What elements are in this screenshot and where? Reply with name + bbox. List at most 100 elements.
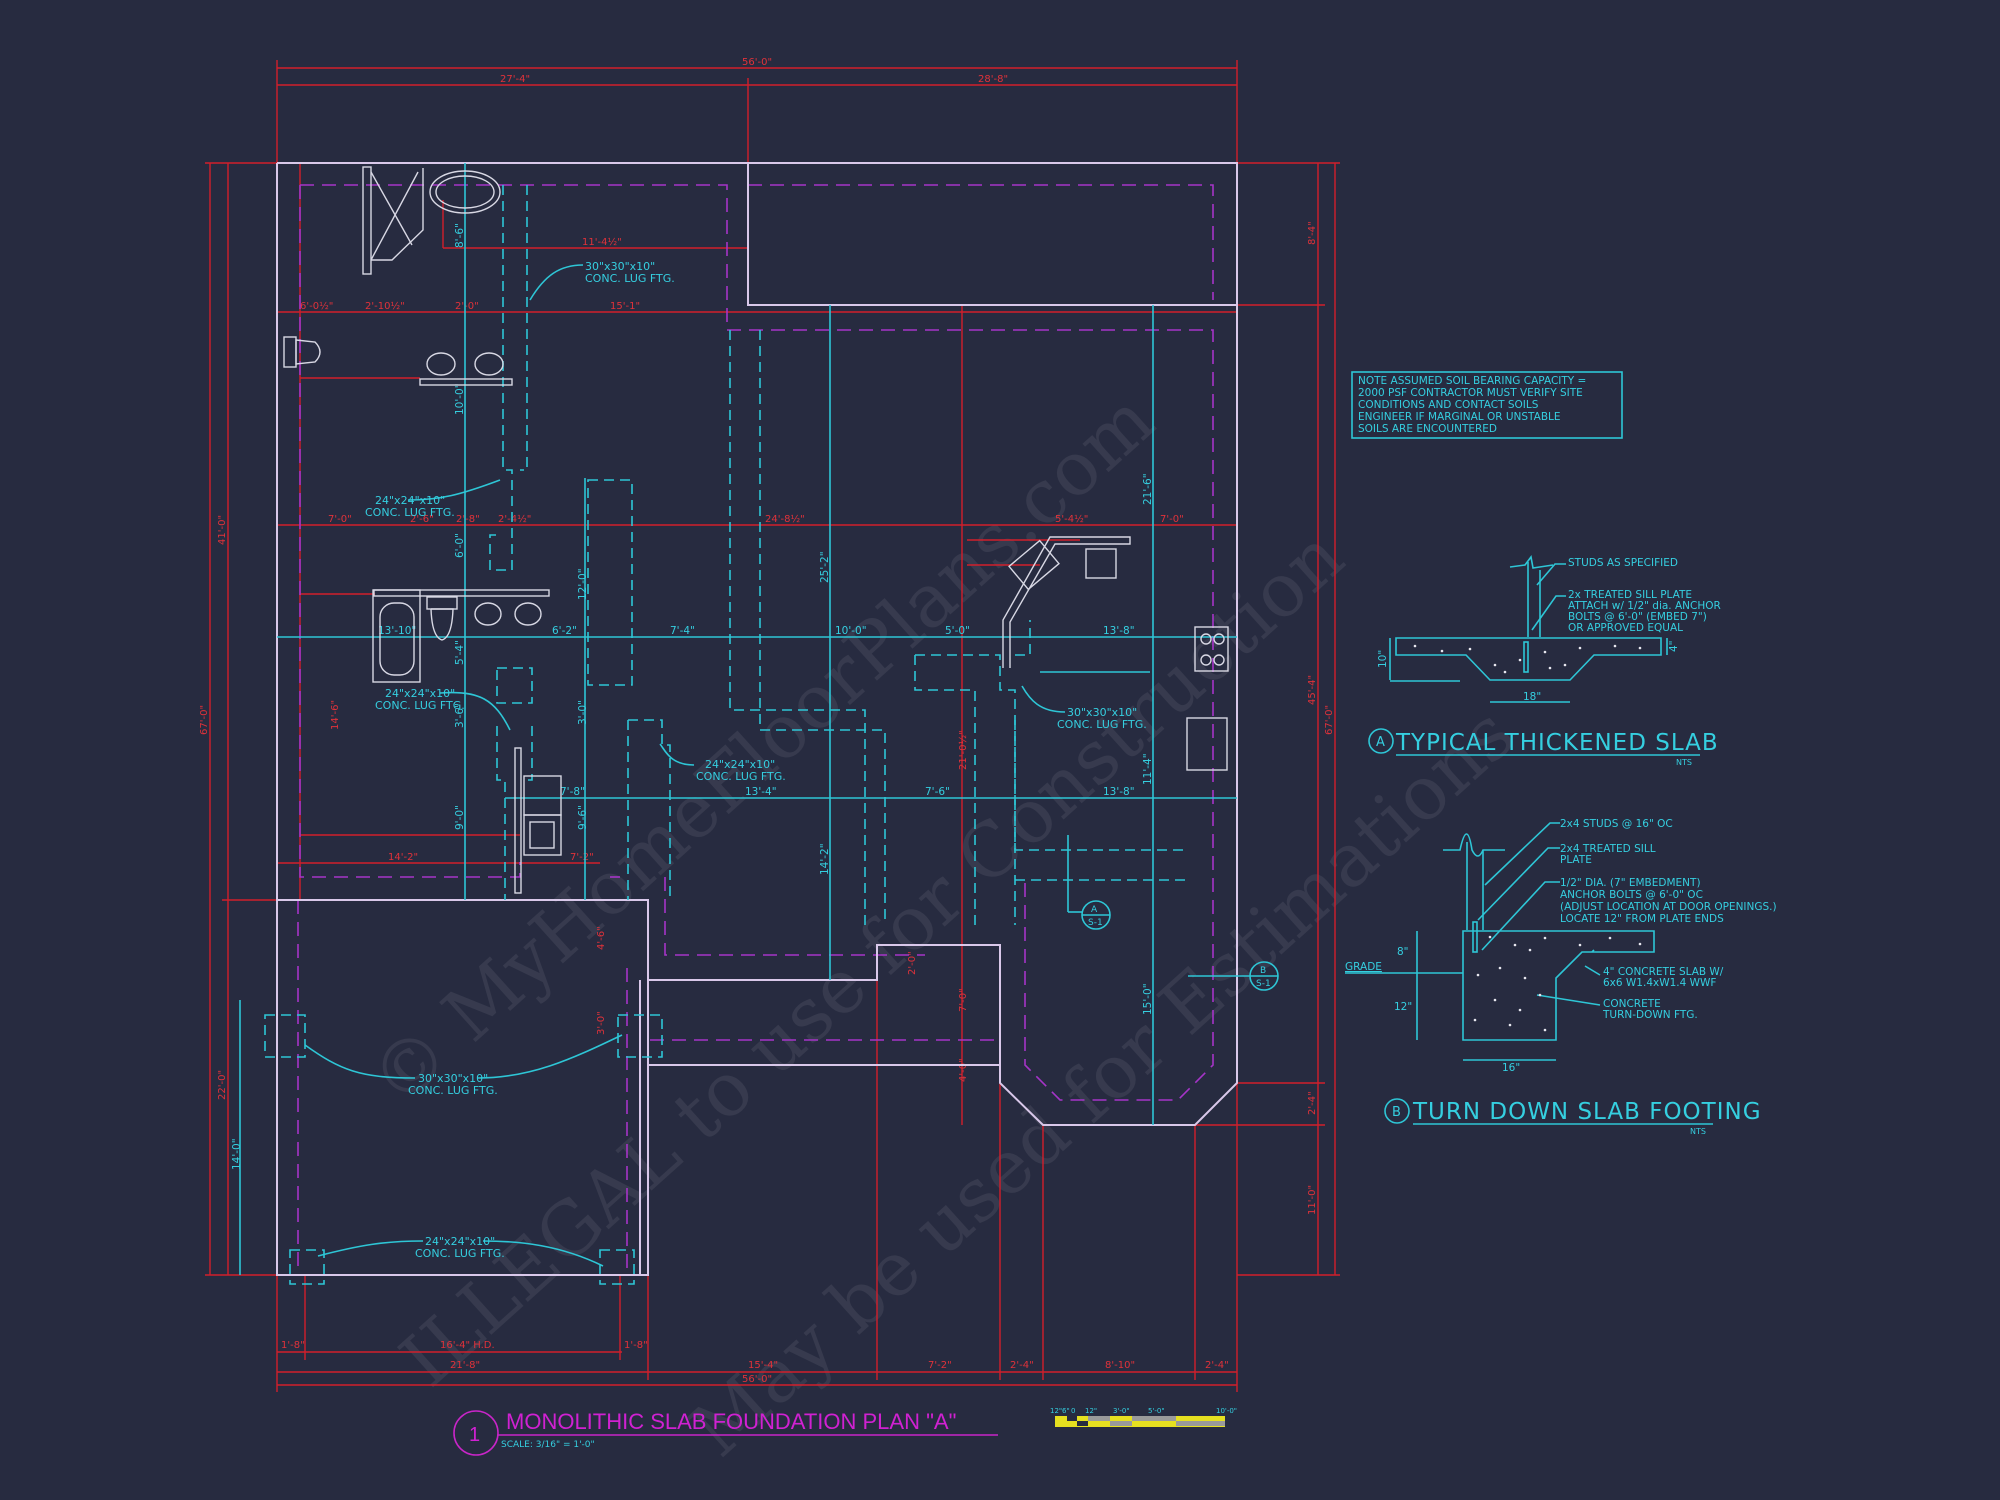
section-sheet: S-1 — [1256, 979, 1271, 989]
dim-bottom: 21'-8" — [450, 1360, 480, 1371]
detail-b-label: (ADJUST LOCATION AT DOOR OPENINGS.) — [1560, 901, 1777, 913]
dim-interior: 2'-4½" — [498, 513, 531, 525]
toilet-icon-2 — [426, 596, 458, 641]
callout-size: 30"x30"x10" — [1067, 706, 1137, 719]
detail-a-title: TYPICAL THICKENED SLAB — [1395, 730, 1719, 756]
dim-bottom: 2'-4" — [1205, 1360, 1229, 1371]
dim-interior: 14'-6" — [330, 700, 341, 730]
scale-label: 12" — [1050, 1407, 1062, 1415]
detail-a-sill-label: 2x TREATED SILL PLATE — [1568, 589, 1692, 601]
dim-right: 11'-0" — [1307, 1185, 1318, 1215]
dim-cyan: 7'-6" — [925, 786, 950, 798]
detail-b-nts: NTS — [1690, 1127, 1706, 1136]
callout-size: 30"x30"x10" — [585, 260, 655, 273]
section-marker-a[interactable]: A S-1 — [1067, 835, 1111, 930]
detail-a-thickened-slab: STUDS AS SPECIFIED 2x TREATED SILL PLATE… — [1368, 555, 1721, 767]
tub-oval-icon — [429, 170, 501, 214]
cyan-dimension-text: 13'-10" 6'-2" 7'-4" 10'-0" 5'-0" 13'-8" … — [378, 223, 1154, 1015]
sink-icon-2 — [474, 602, 502, 626]
dim-interior: 2'-10½" — [365, 300, 405, 312]
dim-interior: 11'-4½" — [582, 236, 622, 248]
detail-b-label: 1/2" DIA. (7" EMBEDMENT) — [1560, 877, 1701, 889]
callout-size: 24"x24"x10" — [425, 1235, 495, 1248]
soil-bearing-note: NOTE ASSUMED SOIL BEARING CAPACITY = 200… — [1351, 371, 1623, 439]
section-tag: B — [1260, 966, 1266, 976]
detail-a-sill-label: BOLTS @ 6'-0" (EMBED 7") — [1568, 611, 1707, 623]
detail-b-title: TURN DOWN SLAB FOOTING — [1412, 1099, 1762, 1125]
dim-interior: 4'-0" — [958, 1058, 969, 1082]
dim-cyan: 13'-10" — [378, 625, 416, 637]
detail-b-dim: 12" — [1394, 1001, 1412, 1013]
detail-b-grade: GRADE — [1345, 961, 1382, 973]
dim-bottom: 1'-8" — [281, 1340, 305, 1351]
dim-cyan-v: 12'-0" — [577, 568, 589, 600]
bathtub-icon — [372, 589, 550, 683]
shower-icon — [362, 166, 424, 275]
dim-cyan: 7'-4" — [670, 625, 695, 637]
washer-dryer-icon — [514, 747, 562, 894]
dim-cyan: 6'-2" — [552, 625, 577, 637]
dim-interior: 2'-0" — [907, 951, 918, 975]
detail-b-label: TURN-DOWN FTG. — [1602, 1009, 1698, 1021]
callout-type: CONC. LUG FTG. — [375, 699, 465, 712]
concrete-aggregate — [1473, 935, 1642, 1032]
dim-cyan-v: 8'-6" — [454, 223, 466, 248]
callout-type: CONC. LUG FTG. — [365, 506, 455, 519]
dim-interior: 7'-2" — [570, 852, 594, 863]
refrigerator-icon — [1186, 717, 1228, 771]
dim-interior: 2'-0" — [455, 301, 479, 312]
watermark: © MyHomeFloorPlans.com ILLEGAL to use fo… — [354, 377, 1530, 1474]
dim-cyan-v: 9'-0" — [454, 805, 466, 830]
dim-cyan: 7'-8" — [560, 786, 585, 798]
dim-cyan: 5'-0" — [945, 625, 970, 637]
dim-cyan: 13'-8" — [1103, 786, 1135, 798]
slab-outline — [276, 162, 1238, 1276]
dimension-text: 56'-0" 27'-4" 28'-8" 1'-8" 16'-4" H.D. 1… — [199, 57, 1335, 1385]
dim-bottom-overall: 56'-0" — [742, 1374, 772, 1385]
dim-bottom: 8'-10" — [1105, 1360, 1135, 1371]
detail-b-dim: 8" — [1397, 946, 1409, 958]
dim-interior: 21'-0½" — [957, 730, 969, 770]
callout-size: 24"x24"x10" — [385, 687, 455, 700]
dim-right: 67'-0" — [1324, 705, 1335, 735]
detail-b-label: 2x4 TREATED SILL — [1560, 843, 1656, 855]
dim-interior: 7'-0" — [1160, 514, 1184, 525]
dim-cyan-v: 5'-4" — [454, 640, 466, 665]
dim-cyan-v: 11'-4" — [1142, 753, 1154, 785]
range-icon — [1194, 626, 1229, 672]
dim-cyan-v: 14'-2" — [819, 843, 831, 875]
detail-b-label: 6x6 W1.4xW1.4 WWF — [1603, 977, 1716, 989]
dim-interior: 3'-0" — [596, 1011, 607, 1035]
note-line: ENGINEER IF MARGINAL OR UNSTABLE — [1358, 411, 1561, 423]
toilet-icon — [283, 336, 321, 368]
detail-a-nts: NTS — [1676, 758, 1692, 767]
dim-cyan-v: 3'-6" — [454, 703, 466, 728]
scale-label: 6" — [1062, 1407, 1070, 1415]
scale-label: 10'-0" — [1216, 1407, 1237, 1415]
plan-title-text: MONOLITHIC SLAB FOUNDATION PLAN "A" — [506, 1409, 956, 1434]
section-marker-b[interactable]: B S-1 — [1188, 961, 1279, 991]
detail-b-label: PLATE — [1560, 854, 1592, 866]
dim-bottom: 1'-8" — [624, 1340, 648, 1351]
dim-interior: 15'-1" — [610, 301, 640, 312]
dim-left-cyan: 14'-0" — [231, 1138, 243, 1170]
dim-cyan: 13'-4" — [745, 786, 777, 798]
detail-b-dim: 16" — [1502, 1062, 1520, 1074]
callout-type: CONC. LUG FTG. — [415, 1247, 505, 1260]
detail-a-studs-label: STUDS AS SPECIFIED — [1568, 557, 1678, 569]
sink-icon — [419, 352, 513, 386]
dim-right: 8'-4" — [1307, 221, 1318, 245]
detail-b-label: ANCHOR BOLTS @ 6'-0" OC — [1560, 889, 1703, 901]
detail-a-dim: 18" — [1523, 691, 1541, 703]
detail-a-sill-label: OR APPROVED EQUAL — [1568, 622, 1683, 634]
section-tag: A — [1091, 905, 1098, 915]
dim-bottom: 15'-4" — [748, 1360, 778, 1371]
callout-size: 30"x30"x10" — [418, 1072, 488, 1085]
scale-label: 12" — [1085, 1407, 1097, 1415]
dim-right: 45'-4" — [1307, 675, 1318, 705]
dim-bottom: 7'-2" — [928, 1360, 952, 1371]
callout-type: CONC. LUG FTG. — [585, 272, 675, 285]
kitchen-counter-icon — [1002, 536, 1131, 668]
detail-b-tag: B — [1392, 1105, 1401, 1120]
